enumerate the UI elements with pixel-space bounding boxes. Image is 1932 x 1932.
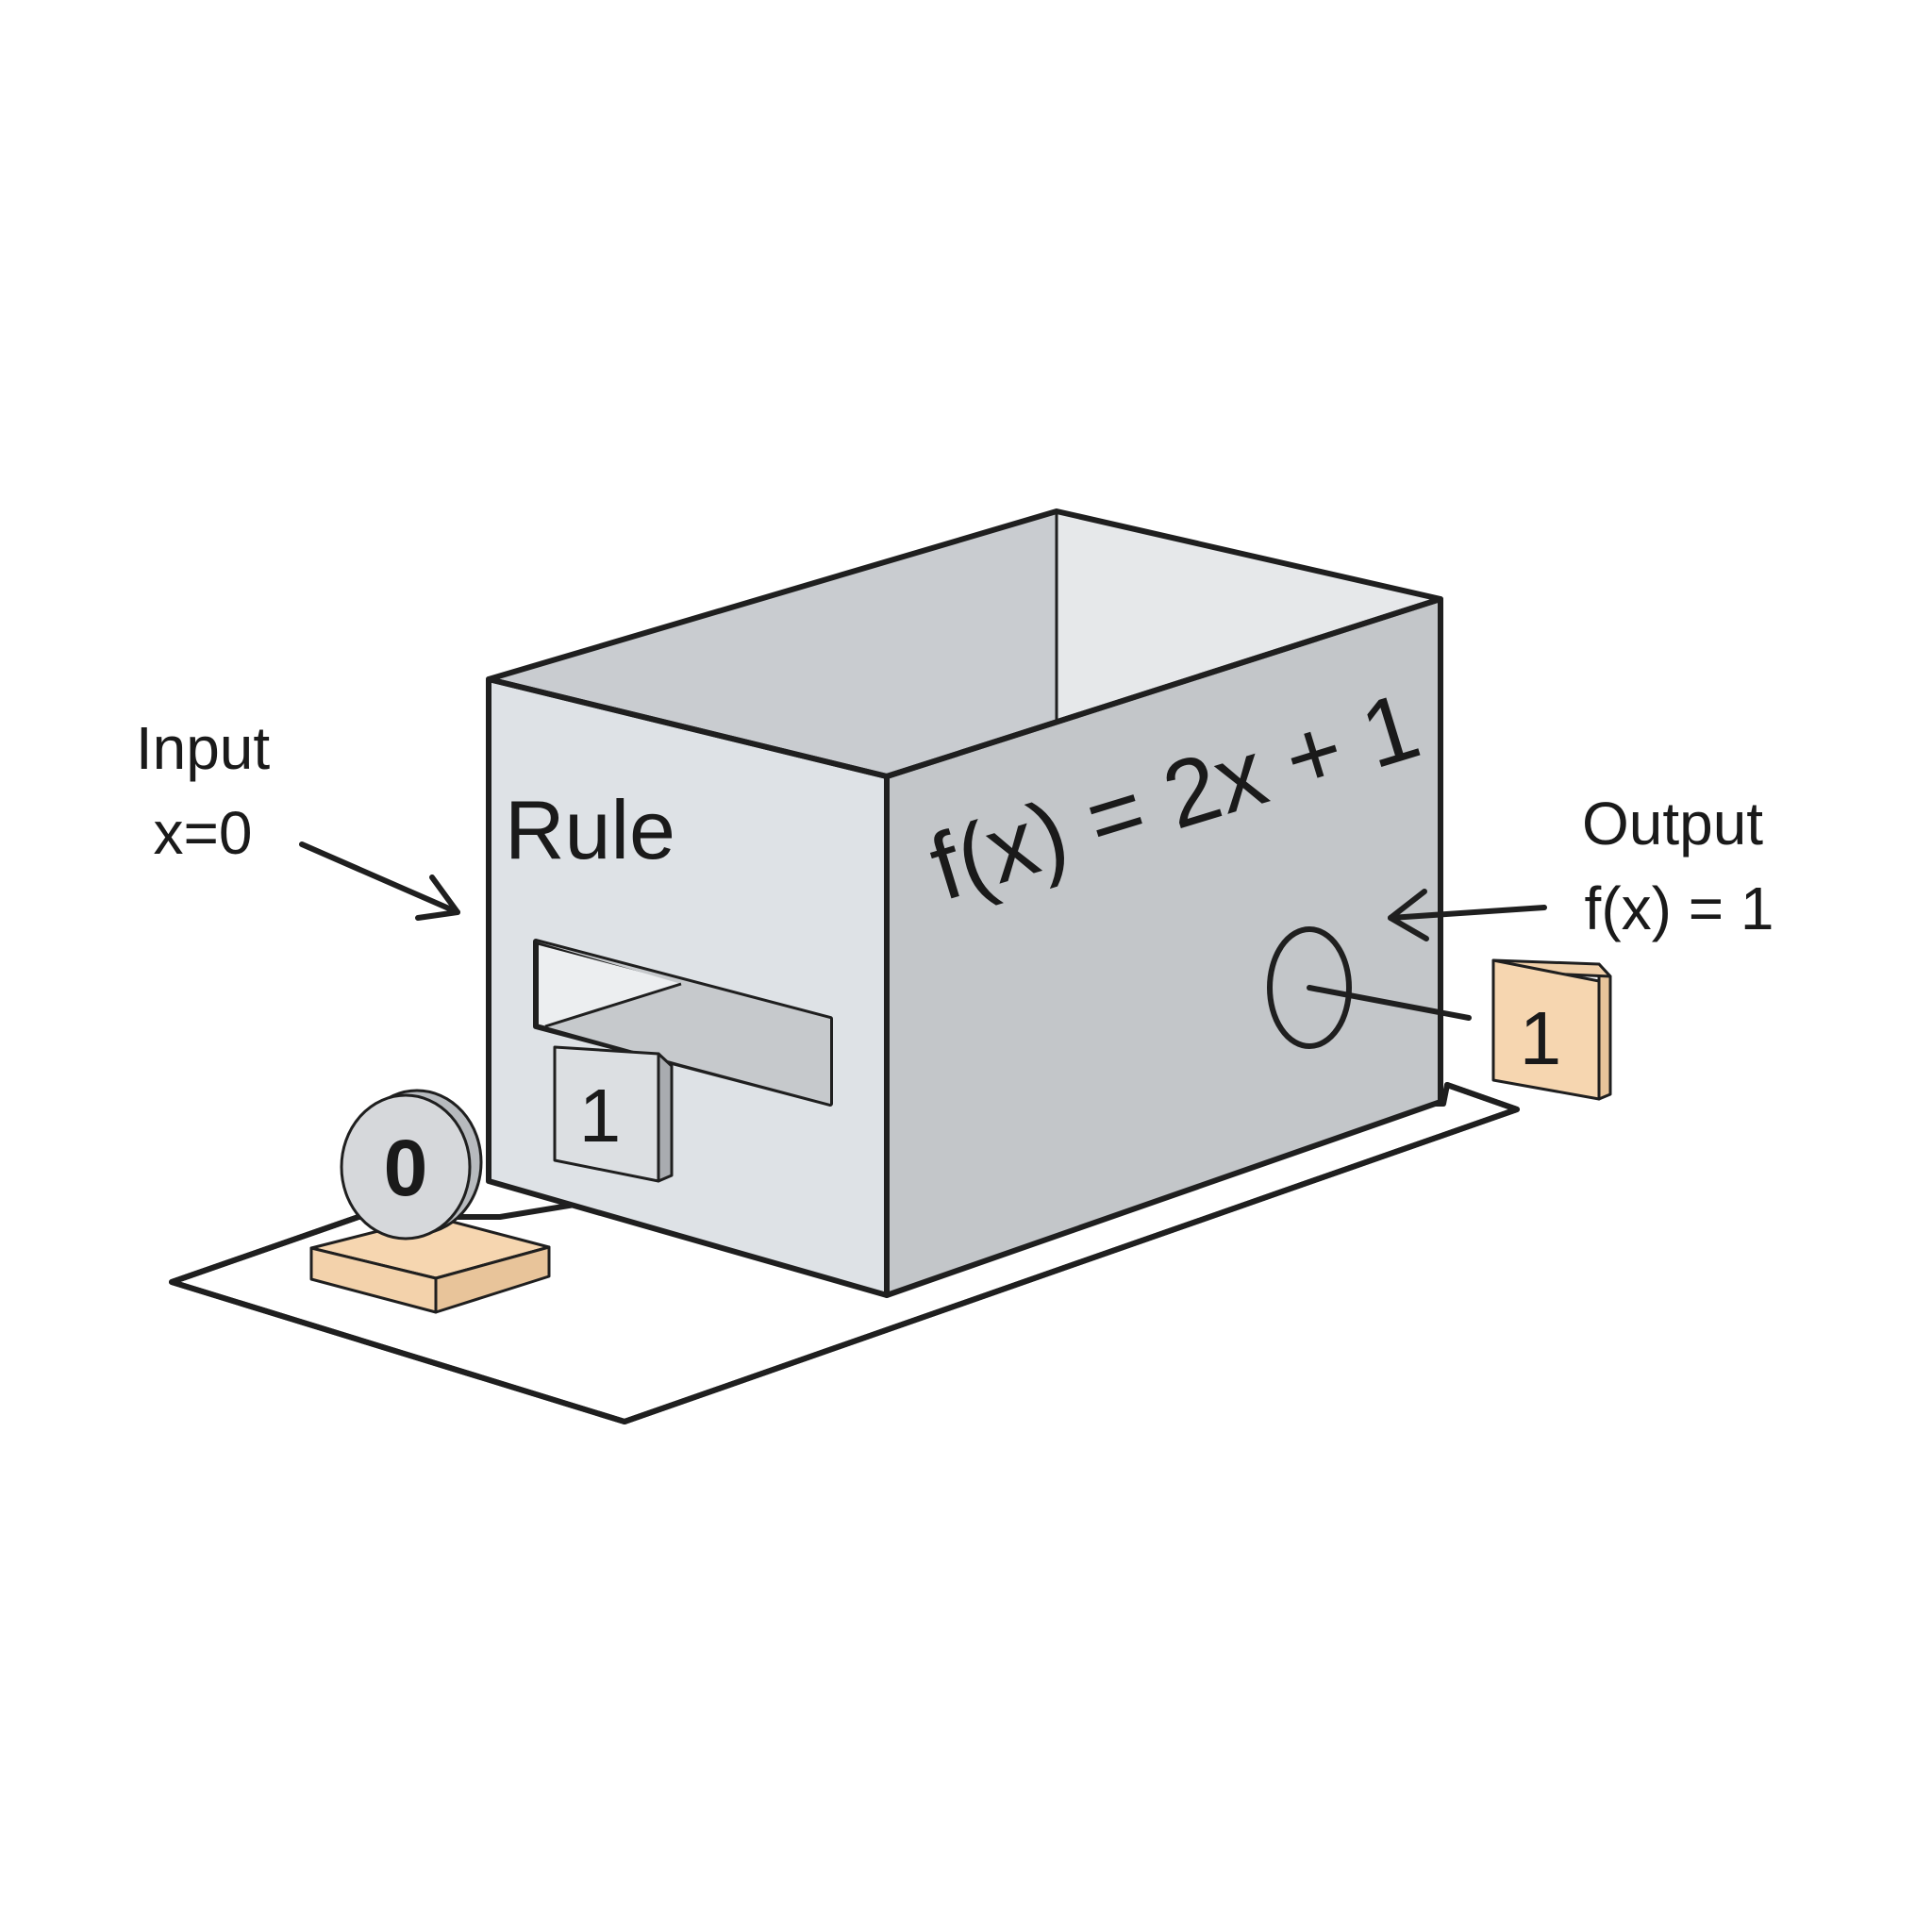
slot-card-label: 1 xyxy=(579,1074,622,1158)
input-slot-shadow xyxy=(536,941,830,1104)
output-arrow-shaft xyxy=(1388,905,1547,921)
input-value: x=0 xyxy=(154,799,253,867)
input-slot-inner-edge xyxy=(544,982,682,1028)
input-arrow-shaft xyxy=(299,841,460,915)
base-plate-edge xyxy=(169,1082,1520,1424)
coin-face xyxy=(340,1093,472,1241)
output-hole xyxy=(1267,926,1352,1049)
output-tile-face xyxy=(1491,958,1601,1101)
box-top-rim xyxy=(486,508,1443,779)
output-tile-side xyxy=(1597,962,1612,1101)
coin-label: 0 xyxy=(384,1124,428,1212)
output-tile-label: 1 xyxy=(1520,996,1562,1080)
slot-card-face xyxy=(553,1045,660,1183)
output-pointer-line xyxy=(1307,985,1472,1021)
box-inner-side-wall xyxy=(489,511,1057,776)
box-rule-label: Rule xyxy=(505,783,675,876)
input-arrow-head xyxy=(415,874,460,921)
input-tile-side xyxy=(434,1245,551,1314)
input-title: Input xyxy=(136,714,271,782)
output-value: f(x) = 1 xyxy=(1585,874,1774,942)
output-title: Output xyxy=(1582,790,1763,858)
output-arrow-head xyxy=(1388,889,1429,941)
slot-card-side xyxy=(657,1052,674,1183)
